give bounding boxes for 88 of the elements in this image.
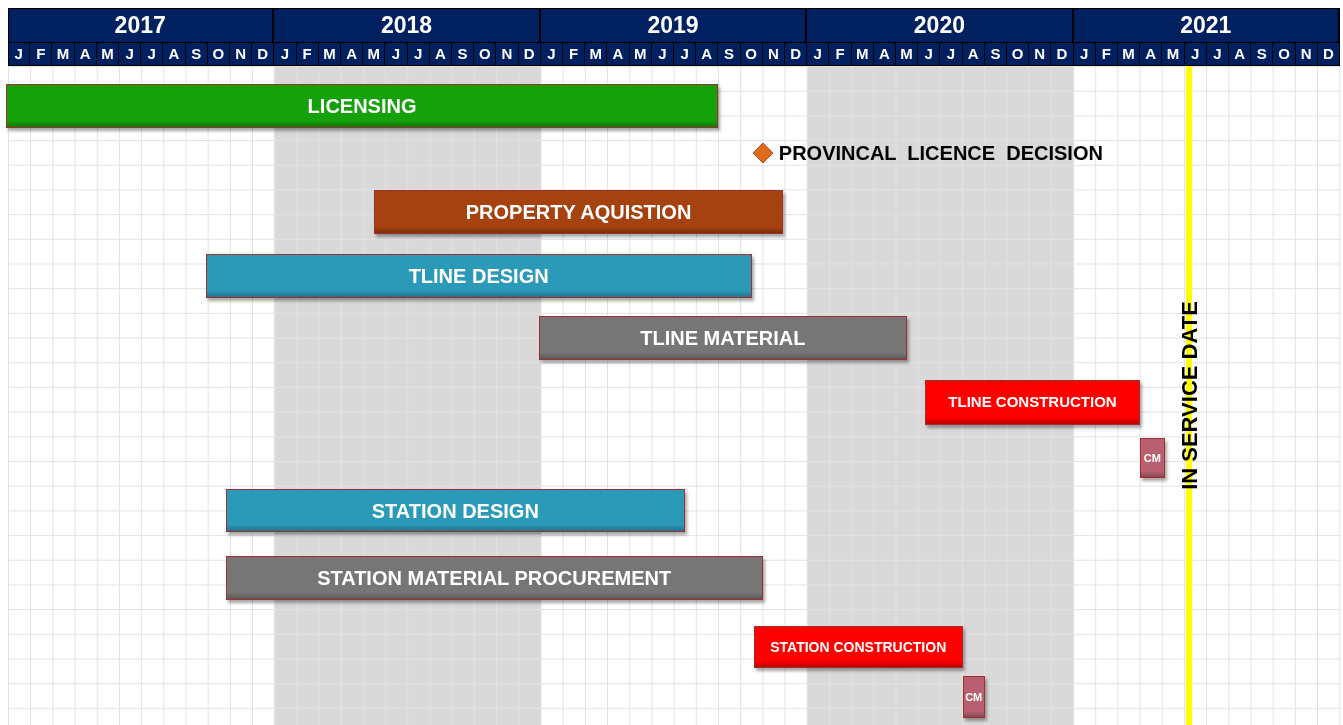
month-label: D [523,44,535,65]
month-label: N [1034,44,1046,65]
month-label: S [191,44,202,65]
month-label: A [79,44,91,65]
month-label: A [967,44,979,65]
month-label: J [547,44,556,65]
month-label: M [589,44,603,65]
month-label: J [147,44,156,65]
month-label: M [633,44,647,65]
month-label: A [612,44,624,65]
task-bar [5,84,719,128]
month-label: M [1122,44,1135,65]
month-label: O [1011,44,1024,65]
month-label: A [701,44,713,65]
month-label: M [855,44,869,65]
month-label: J [946,44,956,65]
month-label: J [391,44,401,65]
month-label: J [813,44,822,65]
task-label: STATION DESIGN [371,498,539,524]
task-label: CM [965,689,983,705]
month-label: F [36,44,46,65]
year-label: 2020 [913,10,965,40]
month-label: N [767,44,779,65]
month-label: A [346,44,357,65]
month-label: O [1278,44,1290,65]
task-bar [753,626,963,668]
month-label: D [1322,44,1334,65]
task-bar [374,190,783,234]
month-label: F [302,44,312,65]
task-bar [924,380,1141,425]
month-label: S [723,44,734,65]
month-label: S [1256,44,1267,65]
year-label: 2018 [381,10,433,40]
month-label: F [1101,44,1111,65]
task-bar [962,676,985,718]
month-label: A [434,44,446,65]
month-label: S [457,44,468,65]
month-label: O [212,44,225,65]
month-label: J [125,44,134,65]
task-bar [538,316,908,360]
task-bar [225,489,686,532]
month-label: N [501,44,513,65]
milestone-diamond [751,142,774,164]
task-label: STATION MATERIAL PROCUREMENT [317,566,672,591]
task-bar [205,254,752,298]
month-label: O [478,44,491,65]
month-label: J [14,44,23,65]
month-label: M [56,44,70,65]
milestone-label: IN SERVICE DATE [1175,300,1203,490]
month-label: S [990,44,1001,65]
month-label: J [680,44,689,65]
month-label: J [280,44,290,65]
month-label: J [1080,44,1089,65]
month-label: D [1056,44,1068,65]
month-label: J [658,44,667,65]
task-label: PROPERTY AQUISTION [465,200,692,225]
month-label: F [835,44,845,65]
task-label: TLINE CONSTRUCTION [948,392,1117,413]
task-label: LICENSING [307,94,417,119]
month-label: O [745,44,757,65]
task-label: TLINE DESIGN [408,264,549,289]
task-bar [225,556,763,600]
month-label: M [367,44,381,65]
month-label: M [323,44,336,65]
year-label: 2019 [647,10,699,40]
month-label: A [1145,44,1157,65]
month-label: J [1213,44,1222,65]
task-label: CM [1143,450,1161,466]
month-label: M [900,44,913,65]
month-label: D [790,44,801,65]
month-label: M [1166,44,1180,65]
month-label: J [414,44,423,65]
month-label: A [878,44,890,65]
month-label: N [1300,44,1312,65]
year-label: 2017 [114,10,166,40]
milestone-label: PROVINCAL LICENCE DECISION [778,143,1103,163]
month-label: J [1191,44,1200,65]
month-label: D [257,44,269,65]
task-label: TLINE MATERIAL [640,326,806,351]
month-label: A [168,44,180,65]
month-label: J [924,44,933,65]
task-bar [1140,438,1165,478]
year-label: 2021 [1180,10,1232,40]
month-label: N [235,44,246,65]
task-label: STATION CONSTRUCTION [770,637,947,657]
month-label: M [101,44,114,65]
month-label: F [569,44,579,65]
month-label: A [1234,44,1245,65]
